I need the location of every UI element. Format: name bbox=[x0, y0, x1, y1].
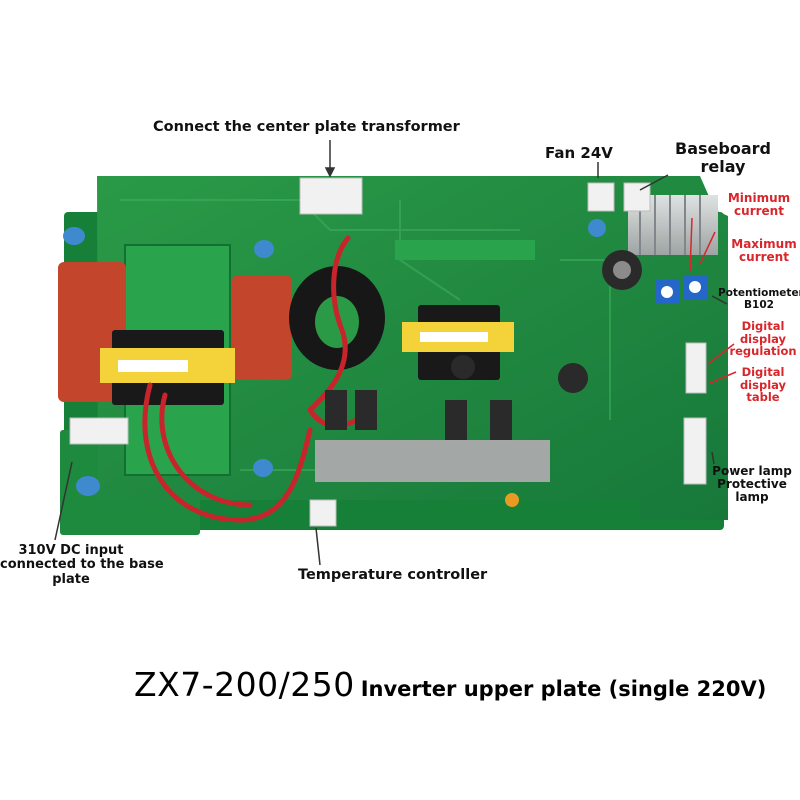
label-potentiometer-line2: B102 bbox=[744, 298, 774, 311]
label-fan-24v: Fan 24V bbox=[545, 144, 613, 162]
label-power-lamp: Power lamp bbox=[712, 464, 792, 478]
label-dc-input-line1: 310V DC input bbox=[18, 543, 124, 558]
label-maximum-current-line2: current bbox=[739, 250, 789, 265]
label-minimum-current-line1: Minimum bbox=[727, 191, 791, 205]
label-digital-regulation-line2: display bbox=[739, 331, 787, 346]
label-potentiometer: Potentiometer B102 bbox=[718, 287, 800, 311]
label-temperature-controller: Temperature controller bbox=[298, 567, 488, 583]
label-digital-display-table: Digital display table bbox=[728, 366, 798, 404]
label-digital-display-regulation: Digital display regulation bbox=[726, 320, 800, 358]
label-protective-lamp-line1: Protective bbox=[717, 477, 787, 492]
label-potentiometer-line1: Potentiometer bbox=[718, 287, 800, 299]
label-dc-input: 310V DC input connected to the base plat… bbox=[0, 543, 164, 587]
label-baseboard-relay-line1: Baseboard bbox=[675, 139, 771, 158]
label-center-transformer: Connect the center plate transformer bbox=[153, 119, 460, 135]
label-minimum-current-line2: current bbox=[734, 204, 784, 219]
label-digital-regulation-line3: regulation bbox=[729, 344, 797, 359]
callout-lines bbox=[54, 140, 737, 566]
label-maximum-current: Maximum current bbox=[728, 237, 800, 265]
label-dc-input-line3: plate bbox=[52, 571, 90, 587]
label-maximum-current-line1: Maximum bbox=[731, 237, 797, 251]
label-digital-regulation-line1: Digital bbox=[741, 319, 785, 333]
transformers bbox=[100, 305, 514, 405]
label-digital-table-line1: Digital bbox=[741, 365, 785, 379]
label-power-protective-lamp: Power lamp Protective lamp bbox=[704, 464, 800, 505]
label-digital-table-line3: table bbox=[746, 390, 780, 405]
label-baseboard-relay: Baseboard relay bbox=[668, 140, 778, 175]
product-description: Inverter upper plate (single 220V) bbox=[360, 677, 767, 701]
model-number: ZX7-200/250 bbox=[134, 665, 355, 704]
label-dc-input-line2: connected to the base bbox=[0, 557, 164, 573]
label-protective-lamp-line2: lamp bbox=[735, 490, 769, 505]
label-digital-table-line2: display bbox=[739, 377, 787, 392]
label-baseboard-relay-line2: relay bbox=[700, 156, 746, 176]
label-minimum-current: Minimum current bbox=[724, 191, 794, 219]
